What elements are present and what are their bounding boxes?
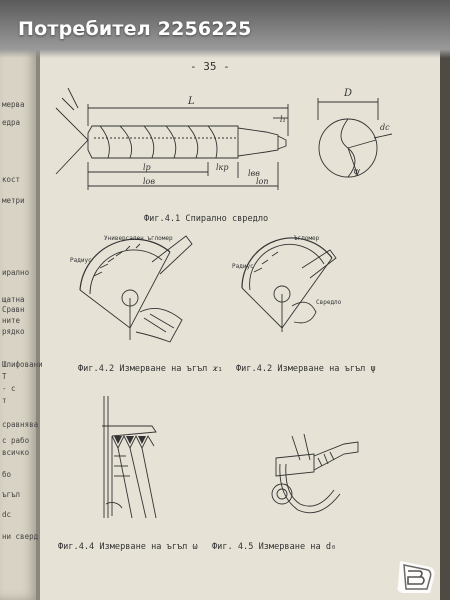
left-fragment: Сравн (2, 305, 25, 314)
left-fragment: всичко (2, 448, 30, 457)
caption-fig-4-5: Фиг. 4.5 Измерване на d₀ (212, 542, 337, 552)
left-fragment: ирално (2, 268, 30, 277)
page-number: - 35 - (190, 60, 230, 73)
bazar-logo (397, 561, 435, 593)
main-page (38, 0, 440, 600)
label-universal-protractor: Универсален ъгломер (104, 235, 173, 242)
caption-fig-4-2-kappa: Фиг.4.2 Измерване на ъгъл 𝜘₁ (78, 364, 223, 374)
caption-fig-4-4: Фиг.4.4 Измерване на ъгъл ω (58, 542, 198, 552)
left-fragment: т (2, 396, 7, 405)
figure-micrometer (271, 433, 359, 514)
left-fragment: бо (2, 470, 12, 479)
dim-D: D (343, 88, 352, 99)
left-fragment: едра (2, 118, 21, 127)
left-fragment: Шлифовани (2, 360, 43, 369)
left-fragment: Т (2, 372, 7, 381)
left-fragment: кост (2, 175, 21, 184)
dim-L: L (187, 96, 195, 107)
left-fragment: ни сверд (2, 532, 39, 541)
caption-fig-4-2-psi: Фиг.4.2 Измерване на ъгъл ψ (236, 364, 376, 374)
left-fragment: мерва (2, 100, 25, 109)
left-fragment: сравнява (2, 420, 39, 429)
figure-drill: L D l₁ lр lов lкр lвв lоп dс ψ (55, 87, 393, 190)
label-drill: Свредло (316, 299, 342, 306)
label-protractor: Ъгломер (294, 235, 320, 242)
figure-helix-angle (102, 396, 157, 519)
left-fragment: - с (2, 384, 16, 393)
dim-lon: lоп (256, 177, 269, 186)
dim-lkr: lкр (216, 163, 228, 172)
left-page (0, 0, 38, 600)
dim-lp: lр (143, 163, 151, 172)
left-fragment: с рабо (2, 436, 30, 445)
background-edge (440, 0, 450, 600)
label-radius-right: Радиус (232, 263, 254, 270)
left-fragment: ъгъл (2, 490, 21, 499)
book-spine (36, 0, 40, 600)
dim-l1: l₁ (280, 115, 286, 124)
user-banner (0, 0, 450, 58)
left-fragment: метри (2, 196, 25, 205)
dim-psi: ψ (353, 167, 361, 177)
dim-lob: lов (143, 177, 155, 186)
banner-username[interactable]: Потребител 2256225 (18, 18, 252, 40)
left-fragment: рядко (2, 327, 25, 336)
caption-fig-4-1: Фиг.4.1 Спирално свредло (144, 214, 269, 224)
figure-protractor-kappa: Универсален ъгломер Радиус (70, 235, 193, 343)
figure-protractor-psi: Ъгломер Свредло Радиус (232, 235, 342, 332)
left-fragment: щатна (2, 295, 25, 304)
dim-lbb: lвв (248, 169, 260, 178)
left-fragment: ните (2, 316, 21, 325)
left-fragment: dс (2, 510, 12, 519)
dim-dc: dс (380, 123, 390, 132)
label-radius: Радиус (70, 257, 92, 264)
